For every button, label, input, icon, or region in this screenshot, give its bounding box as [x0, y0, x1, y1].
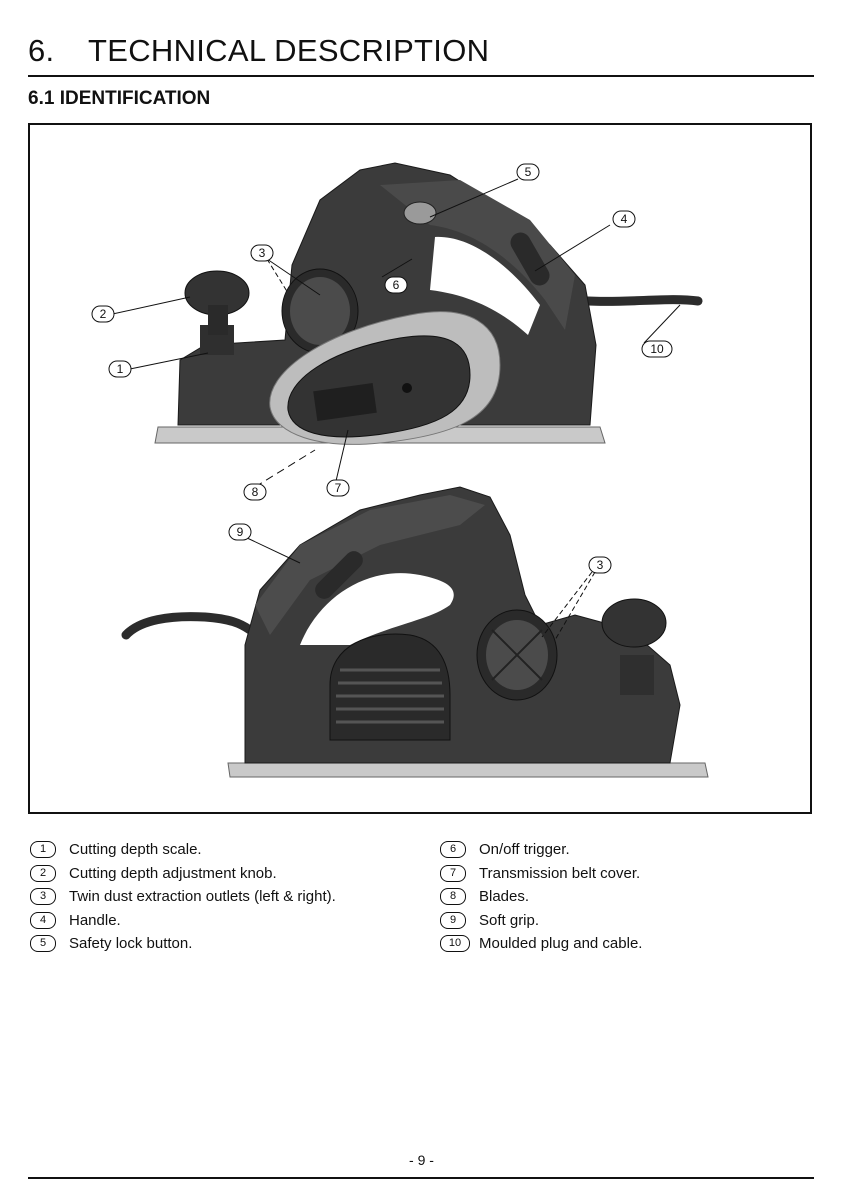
legend-item: 3 Twin dust extraction outlets (left & ri… [30, 885, 336, 909]
identification-figure: 1 2 3 4 5 6 7 [28, 123, 812, 814]
legend-item: 8 Blades. [440, 885, 642, 909]
callout-3: 3 [250, 244, 274, 262]
callout-10-label: 10 [650, 342, 664, 356]
callout-5: 5 [516, 163, 540, 181]
callout-9: 9 [228, 523, 252, 541]
legend-number: 10 [440, 935, 470, 953]
legend-right: 6 On/off trigger. 7 Transmission belt cove… [440, 838, 642, 956]
legend-number: 5 [30, 935, 56, 953]
legend-text: Safety lock button. [69, 935, 193, 953]
legend-item: 9 Soft grip. [440, 909, 642, 933]
callout-2: 2 [91, 305, 115, 323]
callout-3-bottom-label: 3 [597, 558, 604, 572]
legend-item: 2 Cutting depth adjustment knob. [30, 862, 336, 886]
legend-text: Cutting depth scale. [69, 841, 202, 859]
callout-6: 6 [384, 276, 408, 294]
callout-6-label: 6 [393, 278, 400, 292]
legend-left: 1 Cutting depth scale. 2 Cutting depth adj… [30, 838, 336, 956]
callout-1-label: 1 [117, 362, 124, 376]
callout-7: 7 [326, 479, 350, 497]
callout-3-label: 3 [259, 246, 266, 260]
legend-number: 1 [30, 841, 56, 859]
legend-number: 2 [30, 864, 56, 882]
legend-number: 6 [440, 841, 466, 859]
legend-text: On/off trigger. [479, 841, 570, 859]
legend-number: 7 [440, 864, 466, 882]
subsection-title: 6.1 IDENTIFICATION [28, 88, 211, 109]
legend-text: Soft grip. [479, 911, 540, 929]
callout-1: 1 [108, 360, 132, 378]
section-number: 6. [28, 33, 55, 68]
callout-5-label: 5 [525, 165, 532, 179]
legend-item: 7 Transmission belt cover. [440, 862, 642, 886]
legend-number: 8 [440, 888, 466, 906]
footer-rule [28, 1177, 814, 1179]
callout-4: 4 [612, 210, 636, 228]
legend-item: 5 Safety lock button. [30, 932, 336, 956]
callout-7-label: 7 [335, 481, 342, 495]
callout-8-label: 8 [252, 485, 259, 499]
section-title-text: TECHNICAL DESCRIPTION [88, 33, 490, 68]
callout-badges: 1 2 3 4 5 6 7 [91, 163, 673, 574]
callout-4-label: 4 [621, 212, 628, 226]
planer-illustration: 1 2 3 4 5 6 7 [91, 162, 709, 778]
header-rule [28, 75, 814, 77]
legend-number: 4 [30, 911, 56, 929]
legend-item: 10 Moulded plug and cable. [440, 932, 642, 956]
legend-text: Blades. [479, 888, 530, 906]
callout-3-bottom: 3 [588, 556, 612, 574]
legend-text: Cutting depth adjustment knob. [69, 864, 277, 882]
callout-9-label: 9 [237, 525, 244, 539]
legend-text: Twin dust extraction outlets (left & rig… [69, 888, 336, 906]
section-title: 6. TECHNICAL DESCRIPTION [28, 33, 489, 69]
legend-number: 3 [30, 888, 56, 906]
page-number: - 9 - [409, 1152, 434, 1168]
legend-text: Handle. [69, 911, 121, 929]
callout-10: 10 [641, 340, 673, 358]
planer-bottom-view [121, 486, 709, 778]
legend-item: 1 Cutting depth scale. [30, 838, 336, 862]
callout-8: 8 [243, 483, 267, 501]
callout-lines [107, 178, 681, 641]
legend-text: Moulded plug and cable. [479, 935, 643, 953]
legend-text: Transmission belt cover. [479, 864, 641, 882]
callout-2-label: 2 [100, 307, 107, 321]
legend-item: 6 On/off trigger. [440, 838, 642, 862]
planer-top-view [154, 162, 703, 445]
legend-number: 9 [440, 911, 466, 929]
legend-item: 4 Handle. [30, 909, 336, 933]
